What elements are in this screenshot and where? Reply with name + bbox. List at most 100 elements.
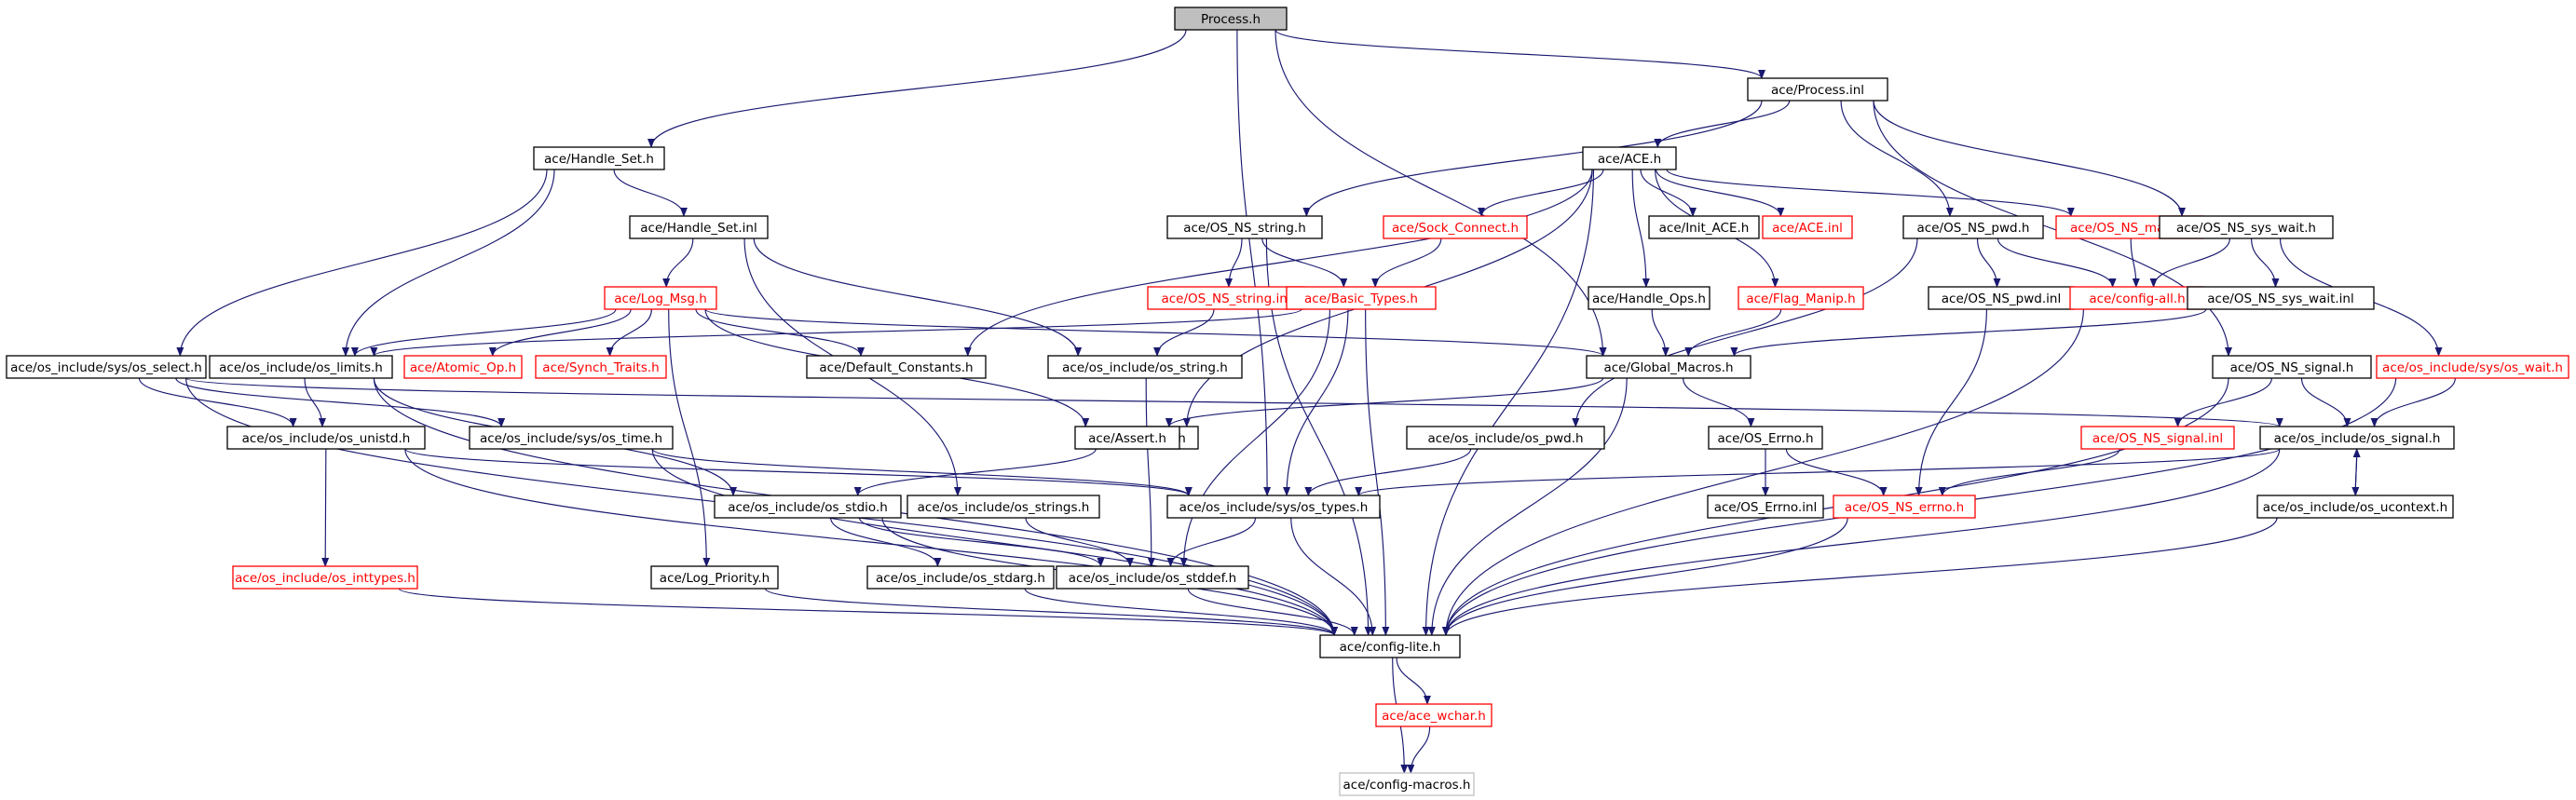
edge-os_unistd_h-to-config_lite_h (404, 448, 1338, 636)
node-handle-set-inl[interactable]: ace/Handle_Set.inl (629, 215, 769, 239)
edge-os_inttypes_h-to-config_lite_h (398, 588, 1338, 636)
node-log-msg-h[interactable]: ace/Log_Msg.h (604, 286, 717, 310)
node-label: ace/os_include/os_strings.h (918, 500, 1090, 515)
node-label: ace/OS_NS_pwd.h (1917, 221, 2030, 236)
node-label: ace/OS_NS_signal.inl (2092, 431, 2223, 446)
node-os-errno-inl[interactable]: ace/OS_Errno.inl (1707, 495, 1824, 519)
node-os-stddef-h[interactable]: ace/os_include/os_stddef.h (1056, 565, 1249, 590)
node-label: ace/ace_wchar.h (1382, 709, 1486, 724)
node-box (1047, 355, 1243, 379)
node-box (535, 355, 667, 379)
node-label: ace/Init_ACE.h (1659, 221, 1750, 236)
edge-os_ns_pwd_h-to-os_pwd_h (1572, 237, 1918, 427)
node-box (209, 355, 393, 379)
node-config-macros-h[interactable]: ace/config-macros.h (1339, 772, 1475, 796)
node-os-stdarg-h[interactable]: ace/os_include/os_stdarg.h (866, 565, 1055, 590)
edge-os_ucontext_h-to-os_signal_h (2352, 448, 2361, 496)
node-label: ace/Basic_Types.h (1304, 292, 1418, 306)
edge-handle_set_inl-to-os_string_h (753, 237, 1083, 357)
node-label: ace/Sock_Connect.h (1392, 221, 1519, 236)
node-ace-h[interactable]: ace/ACE.h (1582, 146, 1677, 170)
edge-os_string_h-to-os_stddef_h (1145, 377, 1155, 567)
node-ace-inl[interactable]: ace/ACE.inl (1762, 215, 1853, 239)
node-os-ns-string-inl[interactable]: ace/OS_NS_string.inl (1147, 286, 1305, 310)
node-init-ace-h[interactable]: ace/Init_ACE.h (1648, 215, 1760, 239)
edge-sys_os_types_h-to-os_stddef_h (1166, 517, 1257, 567)
edge-basic_types_h-to-config_lite_h (1365, 308, 1390, 636)
node-os-unistd-h[interactable]: ace/os_include/os_unistd.h (226, 426, 426, 450)
edge-sys_os_select_h-to-os_unistd_h (138, 377, 297, 427)
node-basic-types-h[interactable]: ace/Basic_Types.h (1286, 286, 1437, 310)
edge-log_msg_h-to-synch_traits_h (606, 308, 652, 357)
node-process-inl[interactable]: ace/Process.inl (1747, 77, 1888, 102)
node-os-ns-sys-wait-h[interactable]: ace/OS_NS_sys_wait.h (2159, 215, 2334, 239)
node-os-pwd-h[interactable]: ace/os_include/os_pwd.h (1406, 426, 1605, 450)
node-os-limits-h[interactable]: ace/os_include/os_limits.h (209, 355, 393, 379)
node-box (2187, 286, 2375, 310)
edge-os_ns_errno_h-to-config_lite_h (1442, 517, 1848, 636)
node-os-ns-pwd-h[interactable]: ace/OS_NS_pwd.h (1902, 215, 2044, 239)
node-config-lite-h[interactable]: ace/config-lite.h (1319, 634, 1461, 658)
node-sock-connect-h[interactable]: ace/Sock_Connect.h (1383, 215, 1528, 239)
node-box (1708, 426, 1823, 450)
edge-handle_ops_h-to-global_macros_h (1651, 308, 1670, 357)
node-log-priority-h[interactable]: ace/Log_Priority.h (650, 565, 779, 590)
node-label: ace/Flag_Manip.h (1746, 292, 1855, 306)
node-box (1319, 634, 1461, 658)
node-os-ns-string-h[interactable]: ace/OS_NS_string.h (1166, 215, 1323, 239)
edge-os_stdio_h-to-os_stdarg_h (830, 517, 942, 567)
node-box (2259, 426, 2455, 450)
edge-global_macros_h-to-assert_h (1165, 377, 1604, 427)
node-box (469, 426, 674, 450)
node-assert-h[interactable]: ace/Assert.h (1074, 426, 1180, 450)
node-ace-wchar-h[interactable]: ace/ace_wchar.h (1375, 703, 1492, 727)
node-sys-os-wait-h[interactable]: ace/os_include/sys/os_wait.h (2376, 355, 2569, 379)
edge-os_ns_signal_inl-to-os_ns_errno_h (1938, 448, 2120, 496)
node-label: ace/Handle_Set.h (544, 152, 654, 167)
node-label: ace/os_include/os_ucontext.h (2263, 500, 2447, 515)
node-box (1747, 77, 1888, 102)
node-flag-manip-h[interactable]: ace/Flag_Manip.h (1738, 286, 1864, 310)
node-sys-os-types-h[interactable]: ace/os_include/sys/os_types.h (1166, 495, 1381, 519)
node-label: ace/Process.inl (1771, 83, 1864, 98)
node-box (1588, 286, 1711, 310)
node-config-all-h[interactable]: ace/config-all.h (2069, 286, 2205, 310)
node-box (1174, 7, 1288, 31)
node-os-strings-h[interactable]: ace/os_include/os_strings.h (906, 495, 1100, 519)
node-handle-ops-h[interactable]: ace/Handle_Ops.h (1588, 286, 1711, 310)
node-os-errno-h[interactable]: ace/OS_Errno.h (1708, 426, 1823, 450)
node-os-stdio-h[interactable]: ace/os_include/os_stdio.h (714, 495, 902, 519)
edge-process_h-to-global_macros_h (1274, 29, 1607, 357)
node-os-ns-signal-h[interactable]: ace/OS_NS_signal.h (2212, 355, 2372, 379)
node-label: ace/ACE.h (1598, 152, 1661, 167)
node-os-inttypes-h[interactable]: ace/os_include/os_inttypes.h (232, 565, 418, 590)
node-os-ns-sys-wait-inl[interactable]: ace/OS_NS_sys_wait.inl (2187, 286, 2375, 310)
node-handle-set-h[interactable]: ace/Handle_Set.h (533, 146, 665, 170)
node-process-h[interactable]: Process.h (1174, 7, 1288, 31)
edge-process_inl-to-os_ns_sys_wait_h (1873, 100, 2186, 217)
node-label: ace/Assert.h (1088, 431, 1166, 446)
edge-handle_set_inl-to-log_msg_h (662, 237, 694, 288)
node-os-ucontext-h[interactable]: ace/os_include/os_ucontext.h (2256, 495, 2454, 519)
edge-global_macros_h-to-config_lite_h (1427, 377, 1628, 636)
node-os-string-h[interactable]: ace/os_include/os_string.h (1047, 355, 1243, 379)
node-default-constants-h[interactable]: ace/Default_Constants.h (806, 355, 987, 379)
node-label: ace/OS_NS_sys_wait.inl (2207, 292, 2353, 306)
node-os-ns-pwd-inl[interactable]: ace/OS_NS_pwd.inl (1928, 286, 2075, 310)
node-os-signal-h[interactable]: ace/os_include/os_signal.h (2259, 426, 2455, 450)
node-atomic-op-h[interactable]: ace/Atomic_Op.h (403, 355, 523, 379)
node-os-ns-errno-h[interactable]: ace/OS_NS_errno.h (1833, 495, 1976, 519)
node-os-ns-signal-inl[interactable]: ace/OS_NS_signal.inl (2080, 426, 2235, 450)
edge-os_stddef_h-to-config_lite_h (1187, 588, 1358, 636)
node-sys-os-time-h[interactable]: ace/os_include/sys/os_time.h (469, 426, 674, 450)
node-box (629, 215, 769, 239)
node-sys-os-select-h[interactable]: ace/os_include/sys/os_select.h (6, 355, 207, 379)
node-box (1648, 215, 1760, 239)
node-box (714, 495, 902, 519)
node-label: ace/OS_NS_string.h (1183, 221, 1306, 236)
node-global-macros-h[interactable]: ace/Global_Macros.h (1586, 355, 1751, 379)
node-box (403, 355, 523, 379)
node-synch-traits-h[interactable]: ace/Synch_Traits.h (535, 355, 667, 379)
node-box (1762, 215, 1853, 239)
edge-basic_types_h-to-sys_os_types_h (1283, 308, 1349, 496)
